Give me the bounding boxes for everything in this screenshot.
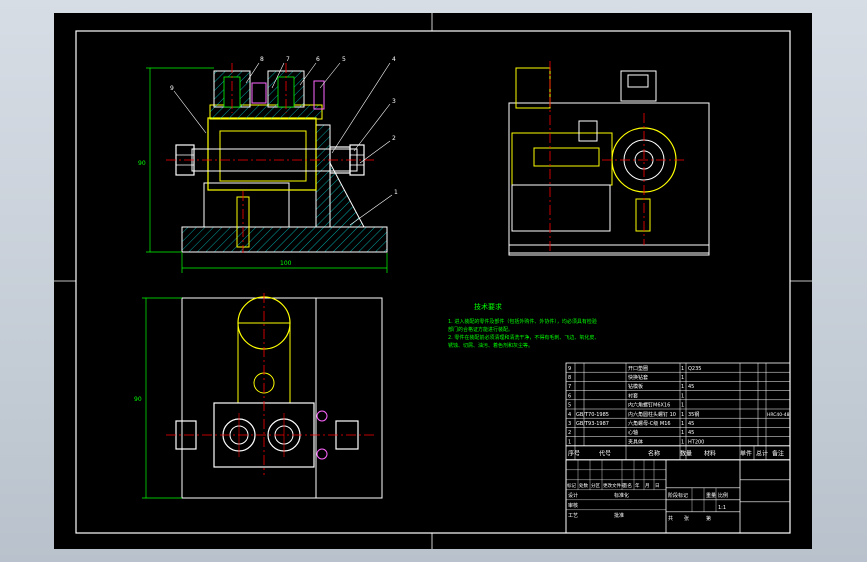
part-material: 35钢	[688, 411, 699, 418]
parts-header-cell: 材料	[704, 449, 716, 457]
part-no: 4	[568, 412, 571, 418]
standard-label: 标准化	[614, 492, 629, 499]
part-name: 衬套	[628, 392, 638, 399]
part-no: 9	[568, 366, 571, 372]
balloon-6: 6	[316, 56, 320, 63]
part-material: 45	[688, 421, 694, 427]
part-no: 7	[568, 384, 571, 390]
part-no: 3	[568, 421, 571, 427]
revision-cell: 标记	[567, 482, 576, 489]
part-qty: 1	[681, 403, 684, 409]
revision-cell: 年	[635, 482, 640, 489]
tech-req-line-3: 2. 零件在装配前必须清理和清洗干净，不得有毛刺、飞边、氧化皮、	[448, 334, 599, 341]
part-qty: 1	[681, 430, 684, 436]
balloon-2: 2	[392, 135, 396, 142]
stage-mark-label: 阶段标记	[668, 492, 688, 499]
balloon-9: 9	[170, 85, 174, 92]
part-no: 6	[568, 393, 571, 399]
parts-row: 6 衬套 1	[568, 392, 684, 399]
parts-header-cell: 代号	[599, 449, 611, 457]
part-no: 5	[568, 403, 571, 409]
tech-req-line-2: 部门的合格证方能进行装配。	[448, 326, 513, 333]
cad-viewport[interactable]: 100 90 9 8 7 6 5 4 3 2 1	[54, 13, 812, 549]
scale-value: 1:1	[718, 505, 726, 511]
part-balloons: 9 8 7 6 5 4 3 2 1	[170, 56, 398, 196]
parts-header-cell: 单件	[740, 449, 752, 457]
part-qty: 1	[681, 412, 684, 418]
revision-cell: 签名	[623, 482, 632, 489]
part-qty: 1	[681, 366, 684, 372]
assembly-drawing: 100 90 9 8 7 6 5 4 3 2 1	[54, 13, 812, 549]
part-name: 快换钻套	[628, 374, 648, 381]
parts-row: 3 GB/T93-1987 六角螺母-C级 M16 1 45	[568, 420, 694, 427]
part-qty: 1	[681, 421, 684, 427]
part-name: 六角螺母-C级 M16	[628, 420, 671, 427]
front-view[interactable]: 100 90	[138, 62, 393, 273]
tech-req-title: 技术要求	[474, 302, 502, 311]
balloon-3: 3	[392, 98, 396, 105]
part-no: 8	[568, 375, 571, 381]
revision-cell: 更改文件号	[603, 482, 626, 489]
part-name: 夹具体	[628, 438, 643, 445]
parts-header-cell: 名称	[648, 449, 660, 457]
technical-requirements: 技术要求 1. 进入装配的零件及部件（包括外购件、外协件），均必须具有检验 部门…	[448, 302, 599, 349]
top-height-dim: 90	[134, 396, 142, 403]
part-code: GB/T70-1985	[576, 412, 609, 418]
tech-req-line-4: 锈蚀、切屑、油污、着色剂和灰尘等。	[448, 342, 533, 349]
parts-header-cell: 序号	[568, 449, 580, 457]
parts-header-cell: 总计	[756, 449, 768, 457]
balloon-5: 5	[342, 56, 346, 63]
balloon-7: 7	[286, 56, 290, 63]
balloon-8: 8	[260, 56, 264, 63]
approve-label: 批准	[614, 512, 624, 519]
part-qty: 1	[681, 384, 684, 390]
part-material: 45	[688, 430, 694, 436]
parts-row: 4 GB/T70-1985 内六角圆柱头螺钉 10 1 35钢 HRC40-48	[568, 411, 790, 418]
side-view[interactable]	[508, 61, 710, 256]
parts-row: 8 快换钻套 1	[568, 374, 684, 381]
top-view[interactable]: 90	[134, 293, 383, 499]
drawing-frame	[54, 13, 812, 549]
part-name: 心轴	[628, 429, 638, 436]
parts-row: 5 内六角螺钉M6X16 1	[568, 402, 684, 409]
parts-row: 1 夹具体 1 HT200	[568, 438, 704, 445]
scale-label: 比例	[718, 492, 728, 499]
part-qty: 1	[681, 439, 684, 445]
design-label: 设计	[568, 492, 578, 499]
balloon-1: 1	[394, 189, 398, 196]
sheet-unit-label: 张	[684, 515, 689, 522]
parts-row: 7 钻模板 1 45	[568, 383, 694, 390]
part-name: 内六角圆柱头螺钉 10	[628, 411, 676, 418]
weight-label: 重量	[706, 492, 716, 499]
part-name: 钻模板	[628, 383, 643, 390]
revision-cell: 日	[655, 483, 660, 489]
parts-header-cell: 备注	[772, 449, 784, 457]
front-width-dim: 100	[280, 260, 292, 267]
part-note: HRC40-48	[767, 412, 790, 418]
sheet-total-label: 共	[668, 515, 673, 522]
part-code: GB/T93-1987	[576, 421, 609, 427]
part-no: 2	[568, 430, 571, 436]
process-label: 工艺	[568, 513, 578, 519]
review-label: 审核	[568, 502, 578, 509]
parts-row: 2 心轴 1 45	[568, 429, 694, 436]
revision-cell: 处数	[579, 482, 588, 489]
front-height-dim: 90	[138, 160, 146, 167]
part-material: 45	[688, 384, 694, 390]
revision-cell: 月	[645, 483, 650, 489]
part-qty: 1	[681, 393, 684, 399]
part-name: 内六角螺钉M6X16	[628, 402, 670, 409]
part-qty: 1	[681, 375, 684, 381]
part-no: 1	[568, 439, 571, 445]
revision-cell: 分区	[591, 482, 600, 489]
sheet-page-label: 第	[706, 515, 711, 522]
tech-req-line-1: 1. 进入装配的零件及部件（包括外购件、外协件），均必须具有检验	[448, 318, 597, 325]
title-block: 标记处数分区更改文件号签名年月日设计 标准化审核工艺 批准 阶段标记 重量比例 1:1 共 张…	[565, 459, 791, 534]
balloon-4: 4	[392, 56, 396, 63]
part-material: HT200	[688, 439, 704, 445]
part-name: 开口垫圈	[628, 365, 648, 372]
part-material: Q235	[688, 366, 701, 372]
parts-row: 9 开口垫圈 1 Q235	[568, 365, 701, 372]
